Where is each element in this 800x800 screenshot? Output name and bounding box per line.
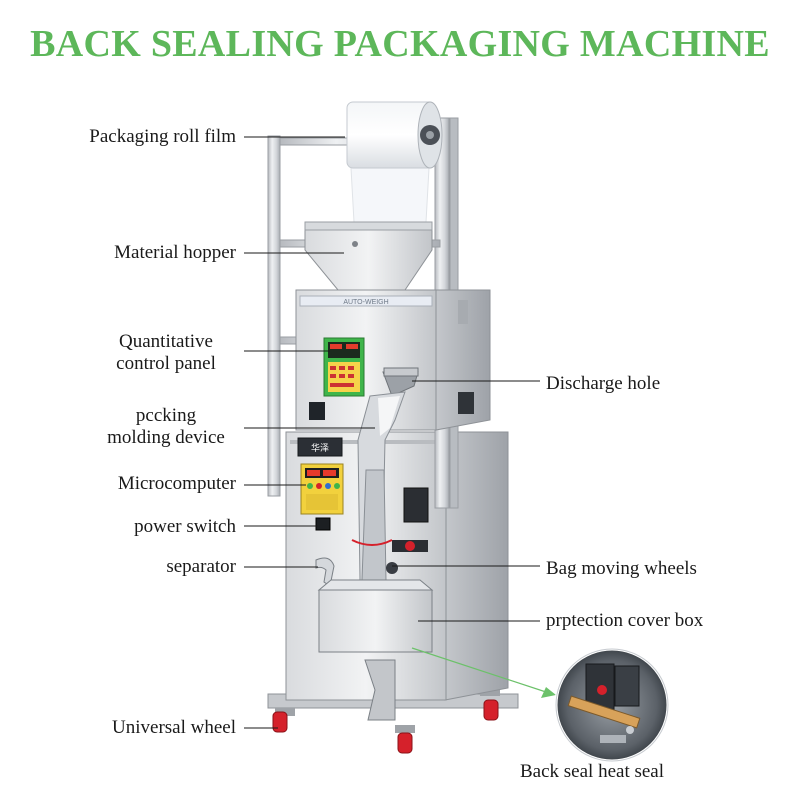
label-protection-cover-box: prptection cover box [546, 610, 704, 631]
label-molding-line2: molding device [107, 427, 225, 448]
label-heat-seal: Back seal heat seal [520, 761, 665, 782]
molding-device [357, 391, 406, 581]
protection-cover-box [317, 579, 434, 721]
discharge-hole [382, 367, 419, 397]
microcomputer-panel [300, 463, 344, 515]
label-discharge-hole: Discharge hole [546, 373, 661, 394]
heat-seal-inset [554, 647, 670, 763]
power-switch [315, 517, 331, 531]
separator-handle [315, 557, 335, 587]
page-title: BACK SEALING PACKAGING MACHINE [30, 23, 770, 65]
label-separator: separator [166, 556, 236, 577]
label-molding-line1: pccking [135, 405, 197, 426]
universal-wheel [272, 699, 499, 754]
label-power-switch: power switch [134, 516, 236, 537]
material-hopper [304, 221, 433, 291]
quantitative-control-panel [309, 337, 365, 420]
brand-plate: 华泽 [311, 442, 329, 453]
label-material-hopper: Material hopper [114, 242, 236, 263]
label-universal-wheel: Universal wheel [112, 717, 236, 738]
label-control-panel-line1: Quantitative [119, 331, 213, 352]
weigher-band-text: AUTO-WEIGH [343, 299, 388, 306]
bag-moving-wheels [351, 487, 429, 574]
label-microcomputer: Microcomputer [117, 473, 236, 494]
pointer-lines [244, 136, 540, 729]
packaging-roll-film [346, 101, 443, 241]
label-control-panel-line2: control panel [116, 353, 216, 374]
label-packaging-roll-film: Packaging roll film [89, 126, 236, 147]
label-bag-moving-wheels: Bag moving wheels [546, 558, 697, 579]
callout-arrow [411, 647, 556, 698]
